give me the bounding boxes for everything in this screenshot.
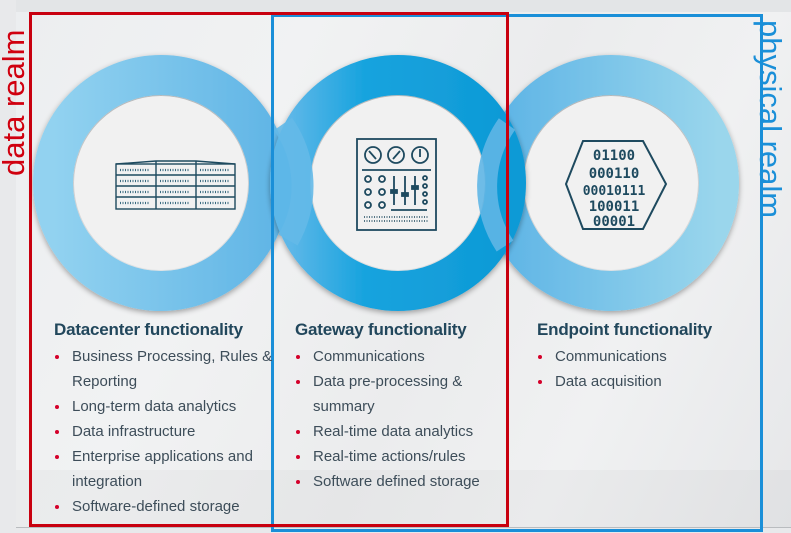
list-item: Long-term data analytics <box>54 394 279 419</box>
slide-top-band <box>16 0 791 12</box>
control-panel-icon <box>356 138 437 231</box>
datacenter-column: Datacenter functionality Business Proces… <box>54 320 279 519</box>
list-item: Real-time actions/rules <box>295 444 505 469</box>
list-item: Business Processing, Rules & Reporting <box>54 344 279 394</box>
binary-row: 01100 <box>593 148 635 164</box>
datacenter-list: Business Processing, Rules & Reporting L… <box>54 344 279 519</box>
ring-overlap-left <box>273 117 314 246</box>
binary-row: 000110 <box>589 166 640 182</box>
list-item: Real-time data analytics <box>295 419 505 444</box>
server-rack-icon <box>115 160 236 210</box>
gateway-column: Gateway functionality Communications Dat… <box>295 320 505 494</box>
binary-row: 100011 <box>589 199 640 215</box>
list-item: Data infrastructure <box>54 419 279 444</box>
gateway-title: Gateway functionality <box>295 320 467 339</box>
list-item: Data pre-processing & summary <box>295 369 505 419</box>
ring-datacenter <box>33 55 289 311</box>
ring-overlap-right <box>477 118 516 252</box>
physical-realm-label: physical realm <box>753 20 788 219</box>
list-item: Software-defined storage <box>54 494 279 519</box>
data-realm-boundary <box>29 12 509 527</box>
list-item: Communications <box>537 344 752 369</box>
data-realm-label: data realm <box>0 29 31 176</box>
endpoint-column: Endpoint functionality Communications Da… <box>537 320 752 394</box>
list-item: Data acquisition <box>537 369 752 394</box>
binary-row: 00010111 <box>583 184 646 199</box>
list-item: Software defined storage <box>295 469 505 494</box>
binary-row: 00001 <box>593 214 635 230</box>
endpoint-list: Communications Data acquisition <box>537 344 752 394</box>
list-item: Enterprise applications and integration <box>54 444 279 494</box>
datacenter-title: Datacenter functionality <box>54 320 243 339</box>
list-item: Communications <box>295 344 505 369</box>
slide-bottom-rule <box>16 527 791 528</box>
endpoint-title: Endpoint functionality <box>537 320 713 339</box>
physical-realm-boundary <box>271 14 763 532</box>
binary-hexagon-icon: 01100 000110 00010111 100011 00001 <box>564 140 668 230</box>
gateway-list: Communications Data pre-processing & sum… <box>295 344 505 494</box>
